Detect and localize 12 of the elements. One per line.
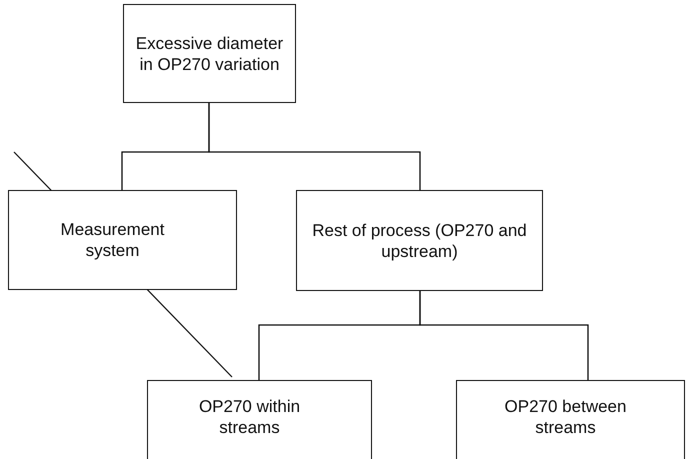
category-box: [296, 190, 543, 291]
box-label: OP270 within streams: [198, 396, 302, 438]
category-box: [147, 380, 372, 459]
box-label: OP270 between streams: [504, 396, 628, 438]
category-box: [123, 4, 296, 103]
box-label: Measurement system: [60, 219, 166, 261]
category-box: [456, 380, 685, 459]
connector-line: [419, 291, 589, 380]
connector-line: [208, 103, 421, 190]
box-label: Excessive diameter in OP270 variation: [134, 32, 284, 74]
category-box: [8, 190, 237, 290]
box-label: Rest of process (OP270 and upstream): [311, 220, 528, 262]
